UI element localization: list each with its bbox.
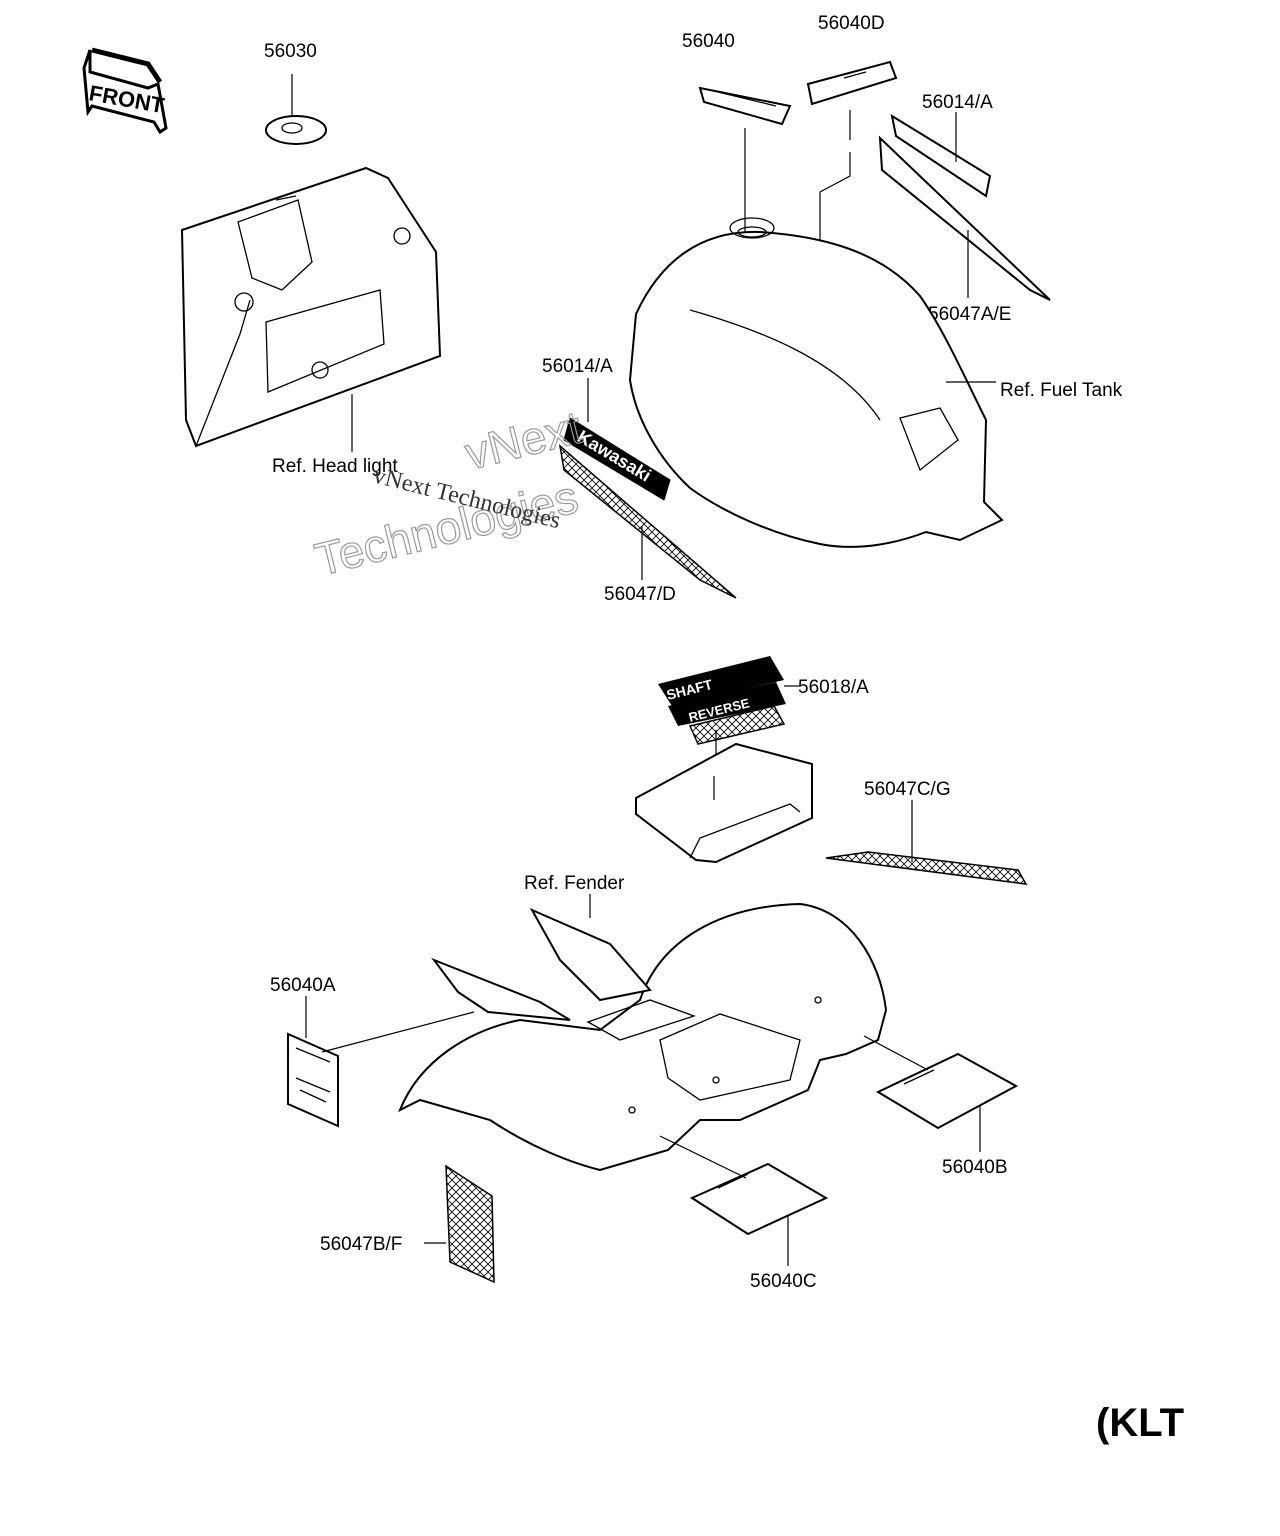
decal-56018A: SHAFT REVERSE (658, 656, 800, 756)
stripe-56047D (558, 444, 737, 599)
decal-56040D (806, 60, 898, 310)
label-56040B: 56040B (942, 1157, 1008, 1178)
label-56014A-top: 56014/A (922, 92, 993, 113)
label-56047BF: 56047B/F (320, 1234, 402, 1255)
decal-56040B (863, 1035, 1019, 1152)
fuel-tank (628, 217, 1004, 548)
label-56040: 56040 (682, 31, 735, 52)
stripe-56047BF (424, 1164, 495, 1284)
label-56018A: 56018/A (798, 677, 869, 698)
stripe-56047AE (878, 135, 1051, 301)
decal-56040A (287, 996, 475, 1128)
label-ref-headlight: Ref. Head light (272, 456, 398, 477)
label-56040D: 56040D (818, 13, 885, 34)
label-56040A: 56040A (270, 975, 336, 996)
front-arrow: FRONT (82, 47, 168, 135)
fender-assembly (398, 894, 888, 1172)
decal-56030 (265, 74, 327, 145)
label-56040C: 56040C (750, 1271, 817, 1292)
label-ref-fender: Ref. Fender (524, 873, 625, 894)
headlight-housing (180, 166, 442, 452)
label-56047D: 56047/D (604, 584, 676, 605)
label-56014A-mid: 56014/A (542, 356, 613, 377)
decal-56040C (659, 1135, 829, 1266)
stripe-56047CG (825, 800, 1028, 885)
label-56047AE: 56047A/E (928, 304, 1011, 325)
label-56047CG: 56047C/G (864, 779, 951, 800)
decal-56014A-top (890, 112, 992, 198)
label-ref-fuel-tank: Ref. Fuel Tank (1000, 380, 1123, 401)
model-stamp: (KLT (1096, 1401, 1184, 1445)
rear-cover (635, 742, 813, 864)
label-56030: 56030 (264, 41, 317, 62)
